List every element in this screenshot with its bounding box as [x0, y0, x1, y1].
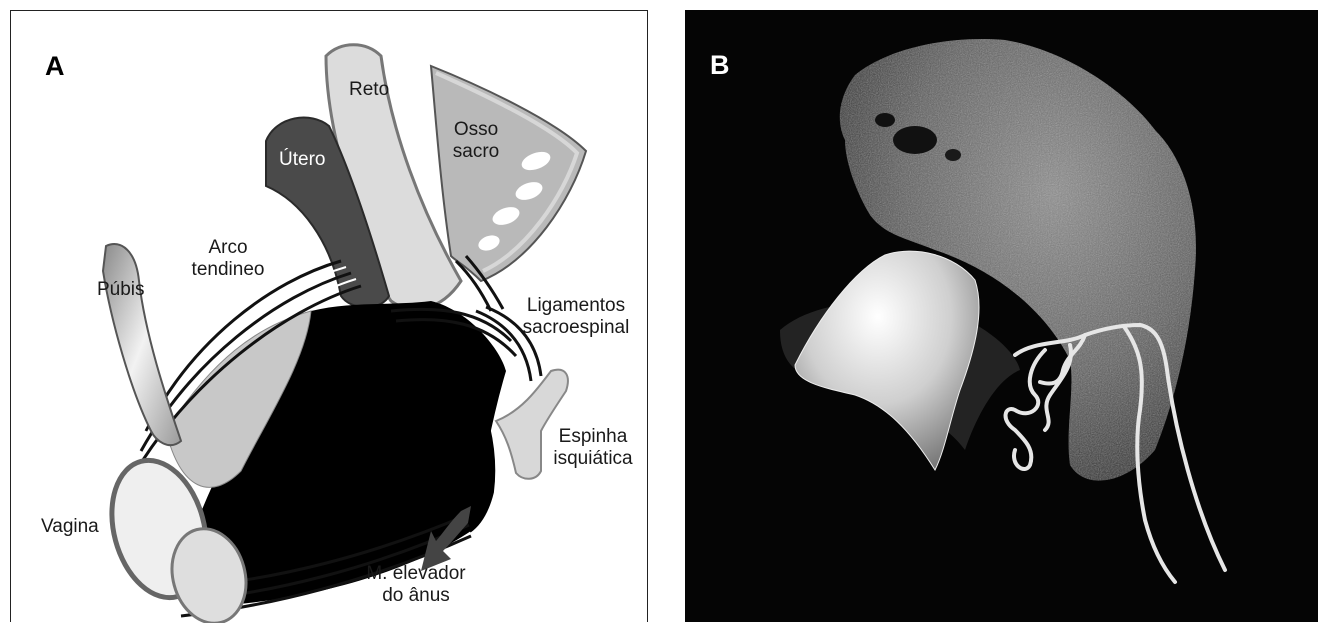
label-arco-line1: Arco [183, 237, 273, 259]
bright-structure [795, 251, 979, 470]
label-pubis: Púbis [97, 279, 145, 301]
label-vagina: Vagina [41, 516, 99, 538]
label-arco-tendineo: Arco tendineo [183, 237, 273, 281]
label-reto: Reto [349, 79, 389, 101]
label-elev-line2: do ânus [351, 585, 481, 607]
panel-letter-b: B [710, 50, 730, 81]
label-osso-sacro: Osso sacro [441, 119, 511, 163]
pubis-shape [103, 244, 181, 445]
label-osso-line2: sacro [441, 141, 511, 163]
label-elevador: M. elevador do ânus [351, 563, 481, 607]
panel-b-3d-render: B [685, 10, 1318, 622]
sacrum-shape [431, 66, 586, 281]
label-arco-line2: tendineo [183, 259, 273, 281]
label-utero: Útero [279, 149, 325, 171]
label-esp-line1: Espinha [543, 426, 643, 448]
label-elev-line1: M. elevador [351, 563, 481, 585]
label-lig-line2: sacroespinal [511, 317, 641, 339]
panel-a-anatomy-diagram: A Reto Osso sacro Útero Arco tendineo Pú… [10, 10, 648, 622]
volume-render-image [685, 10, 1318, 622]
label-osso-line1: Osso [441, 119, 511, 141]
label-ligamentos: Ligamentos sacroespinal [511, 295, 641, 339]
label-lig-line1: Ligamentos [511, 295, 641, 317]
panel-letter-a: A [45, 51, 65, 82]
label-esp-line2: isquiática [543, 448, 643, 470]
label-espinha: Espinha isquiática [543, 426, 643, 470]
